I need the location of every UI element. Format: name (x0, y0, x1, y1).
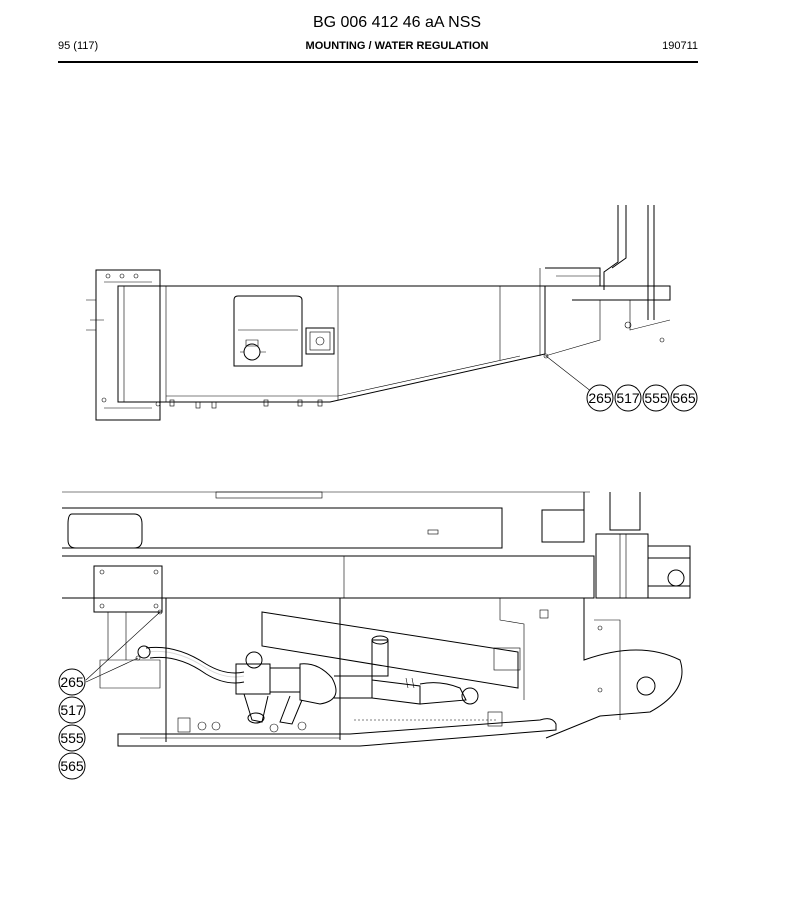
svg-text:565: 565 (672, 390, 696, 406)
svg-text:265: 265 (588, 390, 612, 406)
header-rule (58, 61, 698, 63)
top-view-drawing (86, 205, 671, 421)
svg-text:555: 555 (644, 390, 668, 406)
svg-text:517: 517 (60, 702, 84, 718)
bottom-view-leaders (85, 609, 163, 683)
bottom-view-callouts: 265 517 555 565 (58, 668, 86, 780)
svg-text:517: 517 (616, 390, 640, 406)
top-view-callouts: 265 517 555 565 (586, 384, 698, 412)
bottom-view-drawing (62, 491, 691, 747)
callout-bubble: 555 (642, 384, 670, 412)
section-title: MOUNTING / WATER REGULATION (305, 40, 489, 52)
callout-bubble: 517 (614, 384, 642, 412)
svg-text:565: 565 (60, 758, 84, 774)
callout-bubble: 565 (58, 752, 86, 780)
callout-bubble: 265 (586, 384, 614, 412)
callout-bubble: 555 (58, 724, 86, 752)
callout-bubble: 517 (58, 696, 86, 724)
callout-bubble: 565 (670, 384, 698, 412)
revision-date: 190711 (662, 40, 698, 52)
svg-text:265: 265 (60, 674, 84, 690)
svg-text:555: 555 (60, 730, 84, 746)
page-number: 95 (117) (58, 40, 99, 52)
document-number: BG 006 412 46 aA NSS (312, 14, 482, 31)
callout-bubble: 265 (58, 668, 86, 696)
